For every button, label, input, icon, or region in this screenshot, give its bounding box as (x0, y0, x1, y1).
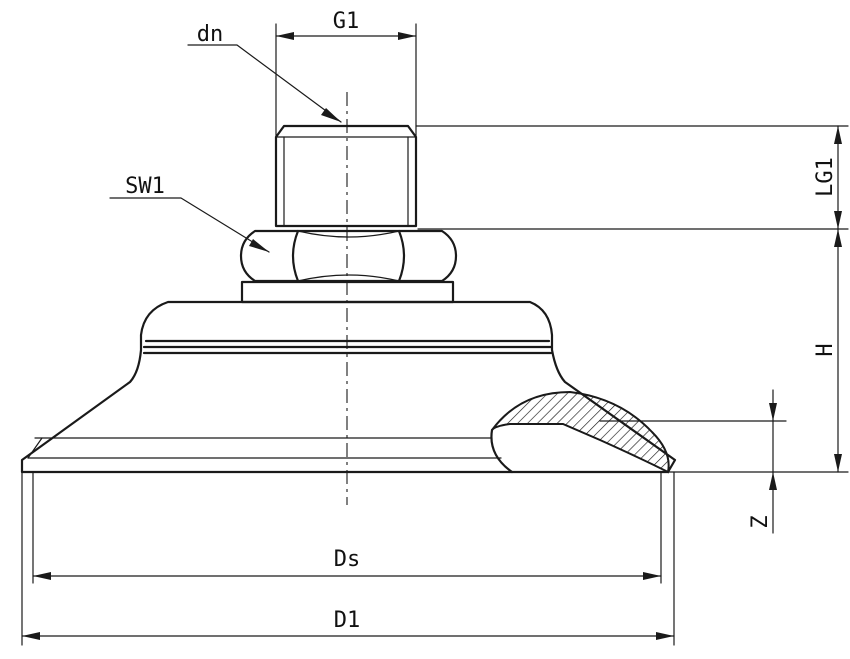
z-label: Z (748, 515, 773, 528)
h-label: H (813, 343, 838, 356)
dn-leader (187, 44, 342, 123)
extension-lines (21, 23, 849, 646)
dn-label: dn (197, 22, 224, 47)
leader-lines (109, 44, 342, 253)
lip-cross-section (490, 390, 670, 474)
ds-label: Ds (334, 547, 361, 572)
sw1-label: SW1 (125, 174, 165, 199)
hex-nut (239, 229, 458, 283)
g1-label: G1 (333, 9, 360, 34)
suction-cup-body (20, 300, 677, 474)
d1-label: D1 (334, 608, 361, 633)
lg1-label: LG1 (813, 157, 838, 197)
threaded-connection (274, 124, 418, 228)
sw1-leader (109, 197, 270, 253)
arrowheads (22, 32, 842, 640)
